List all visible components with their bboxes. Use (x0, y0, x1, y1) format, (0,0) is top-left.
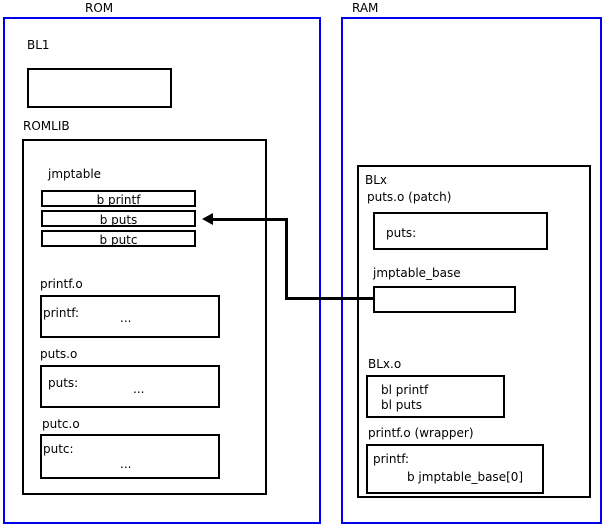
romlib-object-symbol-0: printf: (43, 306, 80, 320)
jmptable-entry-2: b putc (41, 230, 196, 247)
printf-wrapper-branch: b jmptable_base[0] (407, 470, 524, 484)
blx-o-box: bl printf bl puts (366, 375, 505, 418)
romlib-object-box-2: putc: ... (40, 434, 220, 479)
connector-segment-horizontal-lower (285, 297, 375, 300)
blx-o-line-2: bl puts (381, 398, 422, 412)
romlib-object-symbol-1: puts: (48, 376, 79, 390)
connector-segment-vertical (285, 218, 288, 300)
ram-region (341, 17, 602, 524)
romlib-object-symbol-2: putc: (43, 442, 74, 456)
romlib-object-box-1: puts: ... (40, 365, 220, 408)
rom-region (3, 17, 321, 524)
bl1-label: BL1 (27, 38, 50, 52)
connector-arrowhead-icon (202, 213, 213, 225)
jmptable-entry-1: b puts (41, 210, 196, 227)
jmptable-base-box (373, 286, 516, 313)
printf-wrapper-symbol: printf: (373, 452, 410, 466)
puts-patch-symbol: puts: (386, 226, 417, 240)
romlib-object-body-2: ... (120, 457, 132, 471)
blx-o-label: BLx.o (368, 357, 402, 371)
jmptable-base-label: jmptable_base (373, 266, 461, 280)
bl1-box (27, 68, 172, 108)
connector-segment-horizontal-upper (212, 218, 288, 221)
rom-region-label: ROM (85, 1, 114, 15)
romlib-object-label-2: putc.o (42, 417, 80, 431)
romlib-object-label-1: puts.o (40, 347, 78, 361)
romlib-object-body-1: ... (133, 382, 145, 396)
romlib-object-label-0: printf.o (40, 277, 83, 291)
printf-wrapper-box: printf: b jmptable_base[0] (366, 444, 544, 494)
blx-o-line-1: bl printf (381, 383, 429, 397)
romlib-object-body-0: ... (120, 311, 132, 325)
ram-region-label: RAM (352, 1, 379, 15)
puts-patch-label: puts.o (patch) (367, 190, 452, 204)
jmptable-entry-0: b printf (41, 190, 196, 207)
printf-wrapper-label: printf.o (wrapper) (368, 426, 474, 440)
romlib-object-box-0: printf: ... (40, 295, 220, 338)
puts-patch-box: puts: (373, 212, 548, 250)
romlib-label: ROMLIB (23, 119, 70, 133)
blx-label: BLx (365, 173, 388, 187)
jmptable-label: jmptable (48, 167, 102, 181)
